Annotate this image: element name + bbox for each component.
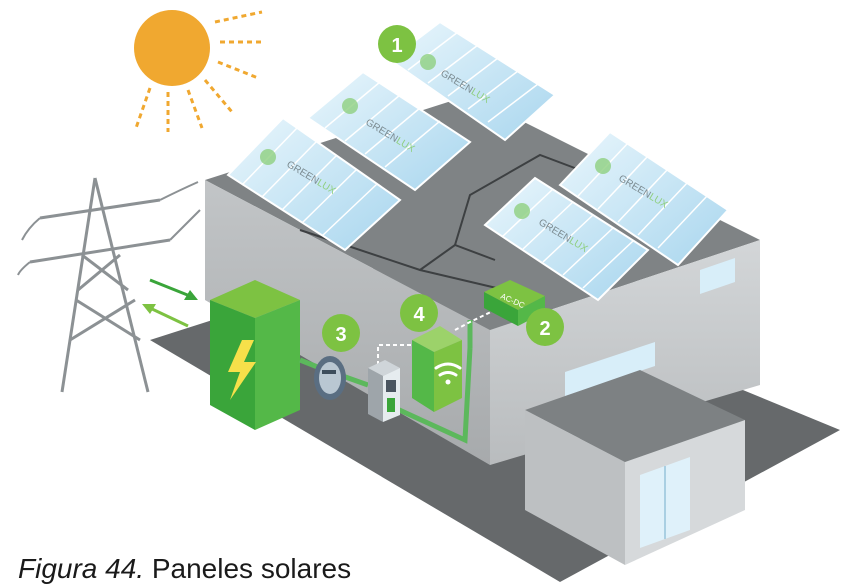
ac-dc-inverter: AC-DC [484,280,545,326]
annex-front-wall [525,410,625,565]
roof-wiring [299,229,496,272]
energy-meter [314,356,346,400]
marker-2-label: 2 [539,318,550,340]
data-wiring [377,309,496,365]
monitoring-device [368,360,400,422]
solar-panel: GREENLUX [226,116,402,252]
figure-label: Figura 44. [18,553,145,584]
main-electrical-box [210,280,300,430]
annex-roof [525,370,745,462]
solar-panel: GREENLUX [388,20,557,142]
marker-3: 3 [322,314,360,352]
marker-1-label: 1 [391,35,402,57]
wifi-icon [434,362,462,385]
marker-2: 2 [526,308,564,346]
roof-wiring-3 [419,269,506,291]
annex-building [525,370,745,565]
marker-1: 1 [378,25,416,63]
power-tower-icon [17,177,201,393]
marker-4-label: 4 [413,304,425,326]
wifi-unit [412,326,462,412]
solar-panel-group: GREENLUX GREENLUX GREENLUX [226,20,730,302]
window-side-2 [565,342,655,396]
marker-3-label: 3 [335,324,346,346]
figure-title: Paneles solares [151,553,352,584]
solar-panel: GREENLUX [306,70,472,192]
figure-caption: Figura 44. Paneles solares [18,553,351,585]
solar-panel: GREENLUX [558,130,730,267]
marker-4: 4 [400,294,438,332]
roof-wiring-2 [454,153,581,246]
sun-icon [134,10,263,132]
lightning-icon [228,340,256,400]
grid-arrows-icon [142,278,198,328]
window-side-1 [700,258,735,294]
solar-panel: GREENLUX [483,176,650,302]
